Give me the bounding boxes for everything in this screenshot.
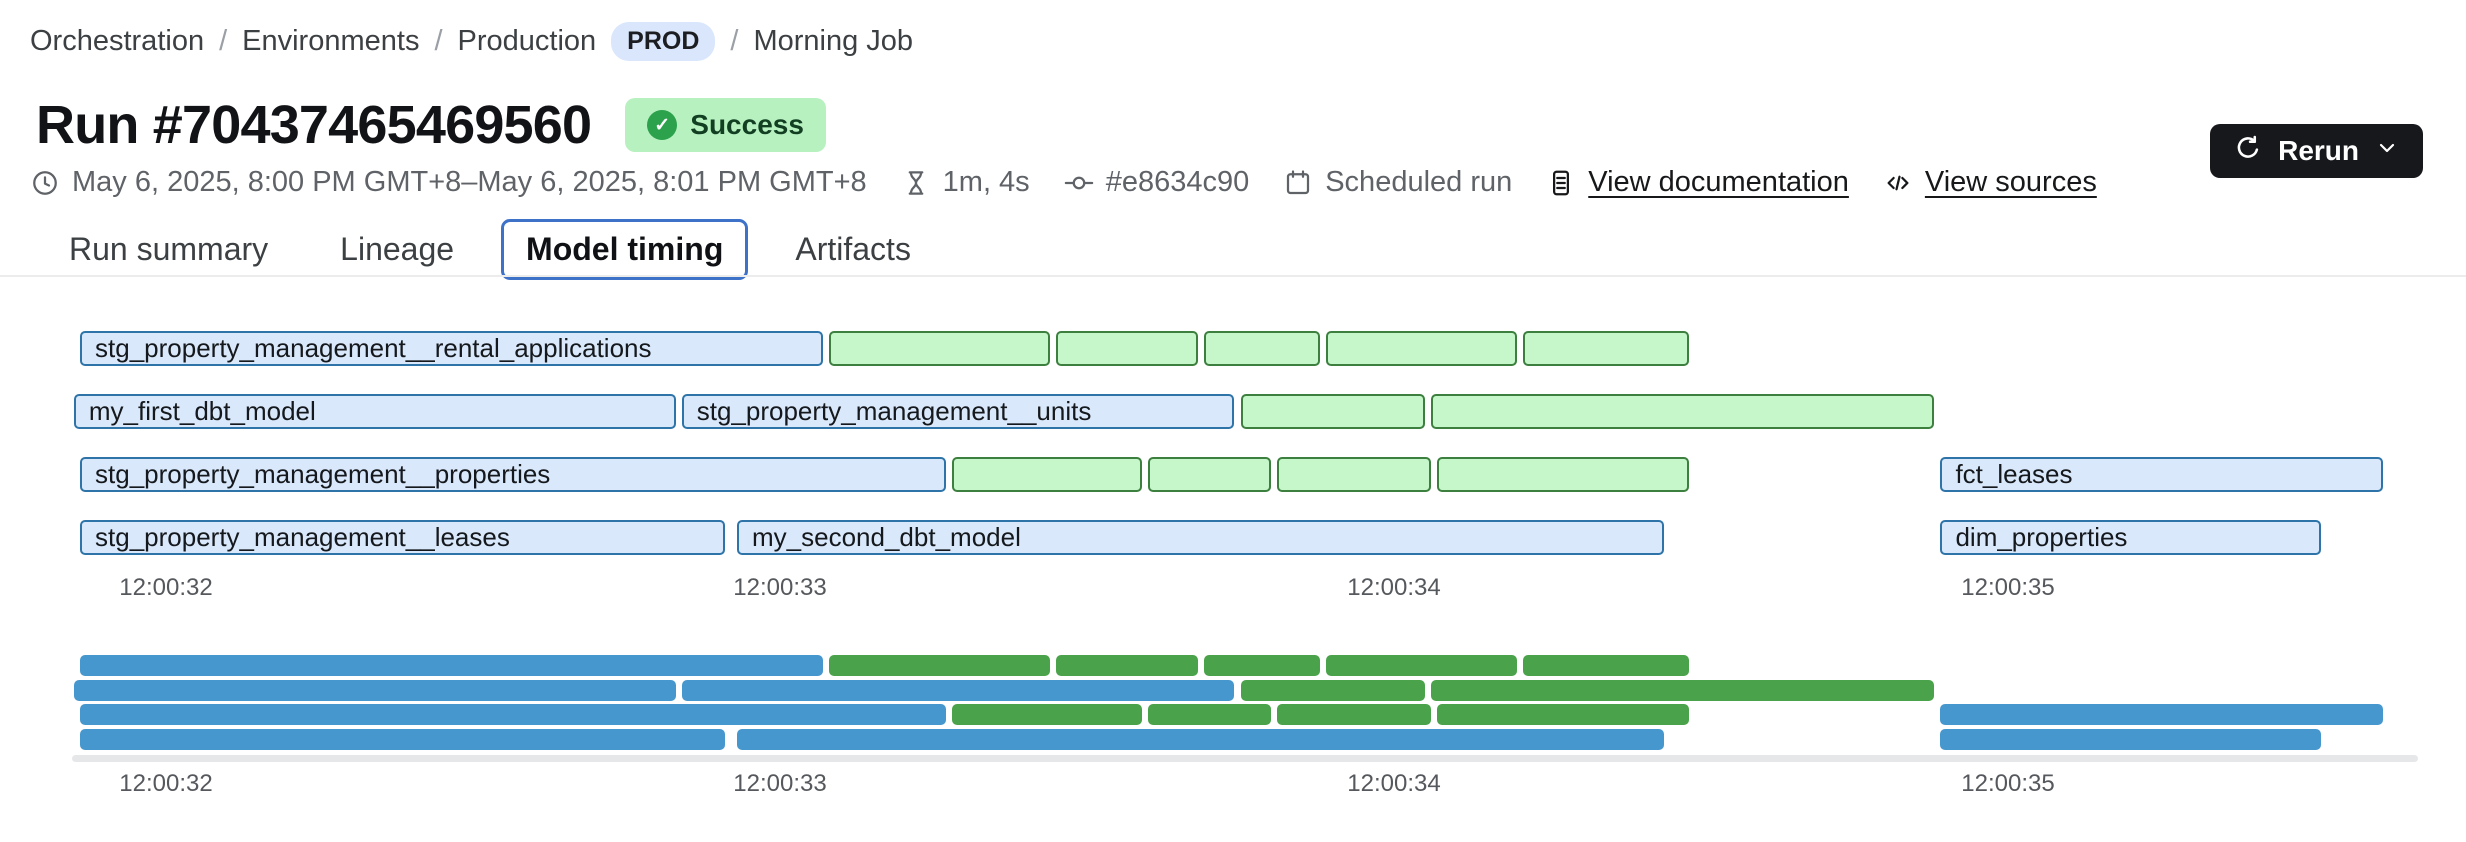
meta-text[interactable]: View documentation xyxy=(1588,166,1849,198)
minimap-bar xyxy=(1430,679,1935,701)
minimap-bar xyxy=(80,704,946,725)
time-tick-12-00-34: 12:00:34 xyxy=(1347,770,1441,797)
breadcrumb-separator: / xyxy=(219,25,228,57)
breadcrumb-separator: / xyxy=(730,25,739,57)
breadcrumb-morning-job[interactable]: Morning Job xyxy=(753,25,914,57)
minimap-bar xyxy=(73,679,676,701)
bar-label: fct_leases xyxy=(1955,459,2073,489)
calendar-icon xyxy=(1283,168,1313,198)
meta-text: 1m, 4s xyxy=(942,166,1030,198)
minimap-bar xyxy=(1940,704,2383,725)
rerun-button[interactable]: Rerun xyxy=(2210,124,2423,178)
minimap-bar xyxy=(1522,655,1689,676)
page-title: Run #70437465469560 xyxy=(36,95,592,155)
env-badge-prod: PROD xyxy=(611,22,716,61)
minimap-bar xyxy=(951,704,1143,725)
minimap-bar xyxy=(737,728,1665,750)
model-bar-stg-property-management-units[interactable]: stg_property_management__units xyxy=(681,394,1235,429)
meta-view-documentation[interactable]: View documentation xyxy=(1546,166,1849,199)
minimap-bar xyxy=(1326,655,1517,676)
code-icon xyxy=(1883,168,1913,198)
meta-text: May 6, 2025, 8:00 PM GMT+8–May 6, 2025, … xyxy=(72,166,867,198)
time-tick-12-00-34: 12:00:34 xyxy=(1347,574,1441,601)
time-tick-12-00-35: 12:00:35 xyxy=(1961,770,2055,797)
model-bar-my-first-dbt-model[interactable]: my_first_dbt_model xyxy=(73,394,676,429)
time-tick-12-00-33: 12:00:33 xyxy=(733,574,827,601)
model-bar-dim-properties[interactable]: dim_properties xyxy=(1940,520,2322,555)
bar-label: dim_properties xyxy=(1955,522,2128,552)
test-bar[interactable] xyxy=(1436,457,1689,492)
test-bar[interactable] xyxy=(1240,394,1425,429)
meta-e8634c90: #e8634c90 xyxy=(1064,166,1250,199)
test-bar[interactable] xyxy=(1148,457,1272,492)
test-bar[interactable] xyxy=(1326,331,1517,366)
bar-label: my_second_dbt_model xyxy=(752,522,1021,552)
tab-run-summary[interactable]: Run summary xyxy=(69,231,269,267)
status-badge: ✓ Success xyxy=(625,98,826,152)
test-bar[interactable] xyxy=(1522,331,1689,366)
check-circle-icon: ✓ xyxy=(647,110,678,140)
minimap-bar xyxy=(80,655,823,676)
test-bar[interactable] xyxy=(951,457,1143,492)
model-bar-stg-property-management-properties[interactable]: stg_property_management__properties xyxy=(80,457,946,492)
minimap-bar xyxy=(1436,704,1689,725)
tabs: Run summary Lineage Model timing Artifacts xyxy=(44,219,936,280)
breadcrumb-production[interactable]: Production xyxy=(457,25,597,57)
chevron-down-icon xyxy=(2375,135,2399,167)
test-bar[interactable] xyxy=(1203,331,1321,366)
model-bar-my-second-dbt-model[interactable]: my_second_dbt_model xyxy=(737,520,1665,555)
title-row: Run #70437465469560 ✓ Success xyxy=(36,94,826,156)
minimap-bar xyxy=(1277,704,1431,725)
minimap-bar xyxy=(1940,728,2322,750)
minimap-bar xyxy=(1240,679,1425,701)
breadcrumb-environments[interactable]: Environments xyxy=(242,25,420,57)
time-tick-12-00-32: 12:00:32 xyxy=(119,574,213,601)
meta-text: Scheduled run xyxy=(1325,166,1513,198)
time-tick-12-00-33: 12:00:33 xyxy=(733,770,827,797)
hourglass-icon xyxy=(901,168,931,198)
refresh-icon xyxy=(2234,134,2262,169)
minimap-bar xyxy=(1148,704,1272,725)
rerun-label: Rerun xyxy=(2278,135,2359,166)
model-bar-fct-leases[interactable]: fct_leases xyxy=(1940,457,2383,492)
meta-1m-4s: 1m, 4s xyxy=(901,166,1030,199)
run-meta: May 6, 2025, 8:00 PM GMT+8–May 6, 2025, … xyxy=(30,166,2097,199)
meta-view-sources[interactable]: View sources xyxy=(1883,166,2097,199)
test-bar[interactable] xyxy=(829,331,1051,366)
minimap-bar xyxy=(681,679,1235,701)
meta-scheduled-run: Scheduled run xyxy=(1283,166,1512,199)
document-icon xyxy=(1546,168,1576,198)
minimap-track[interactable] xyxy=(72,755,2418,762)
bar-label: stg_property_management__properties xyxy=(95,459,551,489)
status-label: Success xyxy=(690,109,804,140)
minimap-bar xyxy=(80,728,725,750)
meta-text: #e8634c90 xyxy=(1105,166,1250,198)
bar-label: stg_property_management__rental_applicat… xyxy=(95,333,652,363)
test-bar[interactable] xyxy=(1430,394,1935,429)
breadcrumb: Orchestration / Environments / Production PRO… xyxy=(30,22,913,61)
minimap-bar xyxy=(829,655,1051,676)
minimap-bar xyxy=(1056,655,1198,676)
tab-artifacts[interactable]: Artifacts xyxy=(795,231,911,267)
commit-icon xyxy=(1064,168,1094,198)
breadcrumb-separator: / xyxy=(434,25,443,57)
bar-label: my_first_dbt_model xyxy=(88,396,316,426)
clock-icon xyxy=(30,168,60,198)
minimap-bar xyxy=(1203,655,1321,676)
meta-text[interactable]: View sources xyxy=(1924,166,2097,198)
bar-label: stg_property_management__leases xyxy=(95,522,510,552)
tab-model-timing[interactable]: Model timing xyxy=(501,219,749,280)
bar-label: stg_property_management__units xyxy=(696,396,1092,426)
time-tick-12-00-32: 12:00:32 xyxy=(119,770,213,797)
breadcrumb-orchestration[interactable]: Orchestration xyxy=(30,25,205,57)
test-bar[interactable] xyxy=(1056,331,1198,366)
model-bar-stg-property-management-rental-applications[interactable]: stg_property_management__rental_applicat… xyxy=(80,331,823,366)
time-tick-12-00-35: 12:00:35 xyxy=(1961,574,2055,601)
meta-may-6-2025-8-00-pm-gmt-8-may-6-2025-8-01-pm-gmt-8: May 6, 2025, 8:00 PM GMT+8–May 6, 2025, … xyxy=(30,166,867,199)
tab-lineage[interactable]: Lineage xyxy=(340,231,455,267)
model-bar-stg-property-management-leases[interactable]: stg_property_management__leases xyxy=(80,520,725,555)
tabs-divider xyxy=(0,275,2466,277)
test-bar[interactable] xyxy=(1277,457,1431,492)
